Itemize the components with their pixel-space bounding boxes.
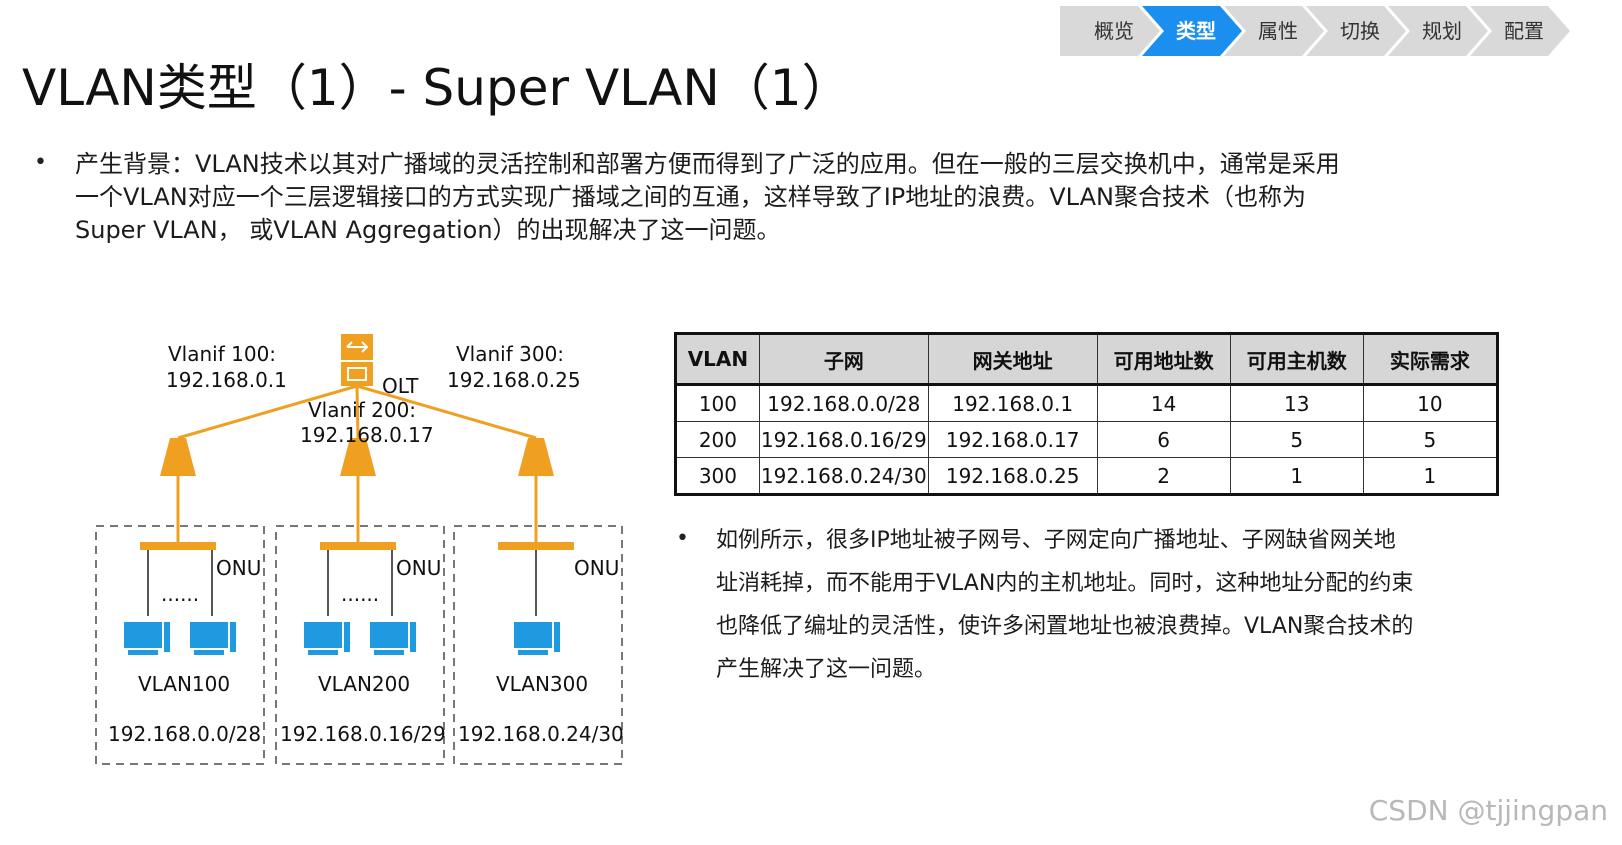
onu-pc-links <box>147 550 537 616</box>
table-cell: 192.168.0.17 <box>927 421 1098 458</box>
table-row: 200 192.168.0.16/29 192.168.0.17 6 5 5 <box>675 421 1499 458</box>
olt-icon <box>341 334 373 386</box>
diagram-graphics <box>95 334 623 765</box>
splitter-icons <box>160 438 554 476</box>
olt-label: OLT <box>382 374 419 398</box>
table-row: 100 192.168.0.0/28 192.168.0.1 14 13 10 <box>675 383 1499 422</box>
group-vlan-label: VLAN200 <box>318 672 411 696</box>
vlanif-200-name: Vlanif 200: <box>308 398 417 422</box>
table-row: 300 192.168.0.24/30 192.168.0.25 2 1 1 <box>675 457 1499 495</box>
vlan-boxes <box>95 525 623 765</box>
table-cell: 2 <box>1096 457 1231 495</box>
table-cell: 13 <box>1229 383 1364 422</box>
table-cell: 10 <box>1362 383 1499 422</box>
vlanif-100-name: Vlanif 100: <box>168 342 277 366</box>
group-vlan-label: VLAN100 <box>138 672 231 696</box>
table-header-row: VLAN 子网 网关地址 可用地址数 可用主机数 实际需求 <box>675 333 1499 385</box>
onu-label: ONU <box>396 556 442 580</box>
intro-line: Super VLAN， 或VLAN Aggregation）的出现解决了这一问题… <box>75 216 781 244</box>
column-header: 网关地址 <box>927 333 1098 385</box>
example-line: 址消耗掉，而不能用于VLAN内的主机地址。同时，这种地址分配的约束 <box>716 571 1414 596</box>
vlan-table: VLAN 子网 网关地址 可用地址数 可用主机数 实际需求 100 192.16… <box>674 332 1499 496</box>
table-cell: 1 <box>1362 457 1499 495</box>
vlanif-300-ip: 192.168.0.25 <box>447 368 581 392</box>
onu-icons <box>140 542 574 550</box>
table-cell: 100 <box>675 383 760 422</box>
table-cell: 192.168.0.0/28 <box>758 383 929 422</box>
column-header: VLAN <box>675 333 760 385</box>
page-title: VLAN类型（1）- Super VLAN（1） <box>22 59 852 117</box>
more-hosts-dots: ...... <box>341 582 380 606</box>
example-line: 如例所示，很多IP地址被子网号、子网定向广播地址、子网缺省网关地 <box>716 528 1396 553</box>
onu-label: ONU <box>216 556 262 580</box>
table-cell: 200 <box>675 421 760 458</box>
example-line: 也降低了编址的灵活性，使许多闲置地址也被浪费掉。VLAN聚合技术的 <box>716 614 1414 639</box>
table-cell: 1 <box>1229 457 1364 495</box>
nav-step-switching[interactable]: 切换 <box>1306 6 1406 56</box>
table-cell: 6 <box>1096 421 1231 458</box>
group-vlan-label: VLAN300 <box>496 672 589 696</box>
more-hosts-dots: ...... <box>161 582 200 606</box>
column-header: 子网 <box>758 333 929 385</box>
table-cell: 5 <box>1229 421 1364 458</box>
vlanif-100-ip: 192.168.0.1 <box>166 368 287 392</box>
table-cell: 192.168.0.16/29 <box>758 421 929 458</box>
column-header: 可用地址数 <box>1096 333 1231 385</box>
group-subnet-label: 192.168.0.24/30 <box>458 722 624 746</box>
example-bullet: • <box>676 526 689 551</box>
table-cell: 192.168.0.1 <box>927 383 1098 422</box>
column-header: 可用主机数 <box>1229 333 1364 385</box>
intro-line: 产生背景：VLAN技术以其对广播域的灵活控制和部署方便而得到了广泛的应用。但在一… <box>75 150 1340 178</box>
watermark: CSDN @tjjingpan <box>1368 794 1608 827</box>
example-line: 产生解决了这一问题。 <box>716 657 937 682</box>
table-cell: 14 <box>1096 383 1231 422</box>
olt-links <box>176 384 538 542</box>
group-subnet-label: 192.168.0.0/28 <box>108 722 262 746</box>
nav-step-overview[interactable]: 概览 <box>1060 6 1160 56</box>
onu-label: ONU <box>574 556 620 580</box>
vlanif-200-ip: 192.168.0.17 <box>300 423 434 447</box>
example-paragraph: 如例所示，很多IP地址被子网号、子网定向广播地址、子网缺省网关地 址消耗掉，而不… <box>716 519 1413 691</box>
group-subnet-label: 192.168.0.16/29 <box>280 722 446 746</box>
pc-icons <box>124 622 560 655</box>
intro-bullet: • <box>34 150 47 175</box>
table-cell: 5 <box>1362 421 1499 458</box>
network-diagram: Vlanif 100: 192.168.0.1 OLT Vlanif 200: … <box>0 320 660 800</box>
intro-paragraph: 产生背景：VLAN技术以其对广播域的灵活控制和部署方便而得到了广泛的应用。但在一… <box>75 148 1340 247</box>
table-cell: 192.168.0.24/30 <box>758 457 929 495</box>
table-cell: 192.168.0.25 <box>927 457 1098 495</box>
column-header: 实际需求 <box>1362 333 1499 385</box>
table-cell: 300 <box>675 457 760 495</box>
vlanif-300-name: Vlanif 300: <box>456 342 565 366</box>
intro-line: 一个VLAN对应一个三层逻辑接口的方式实现广播域之间的互通，这样导致了IP地址的… <box>75 183 1306 211</box>
